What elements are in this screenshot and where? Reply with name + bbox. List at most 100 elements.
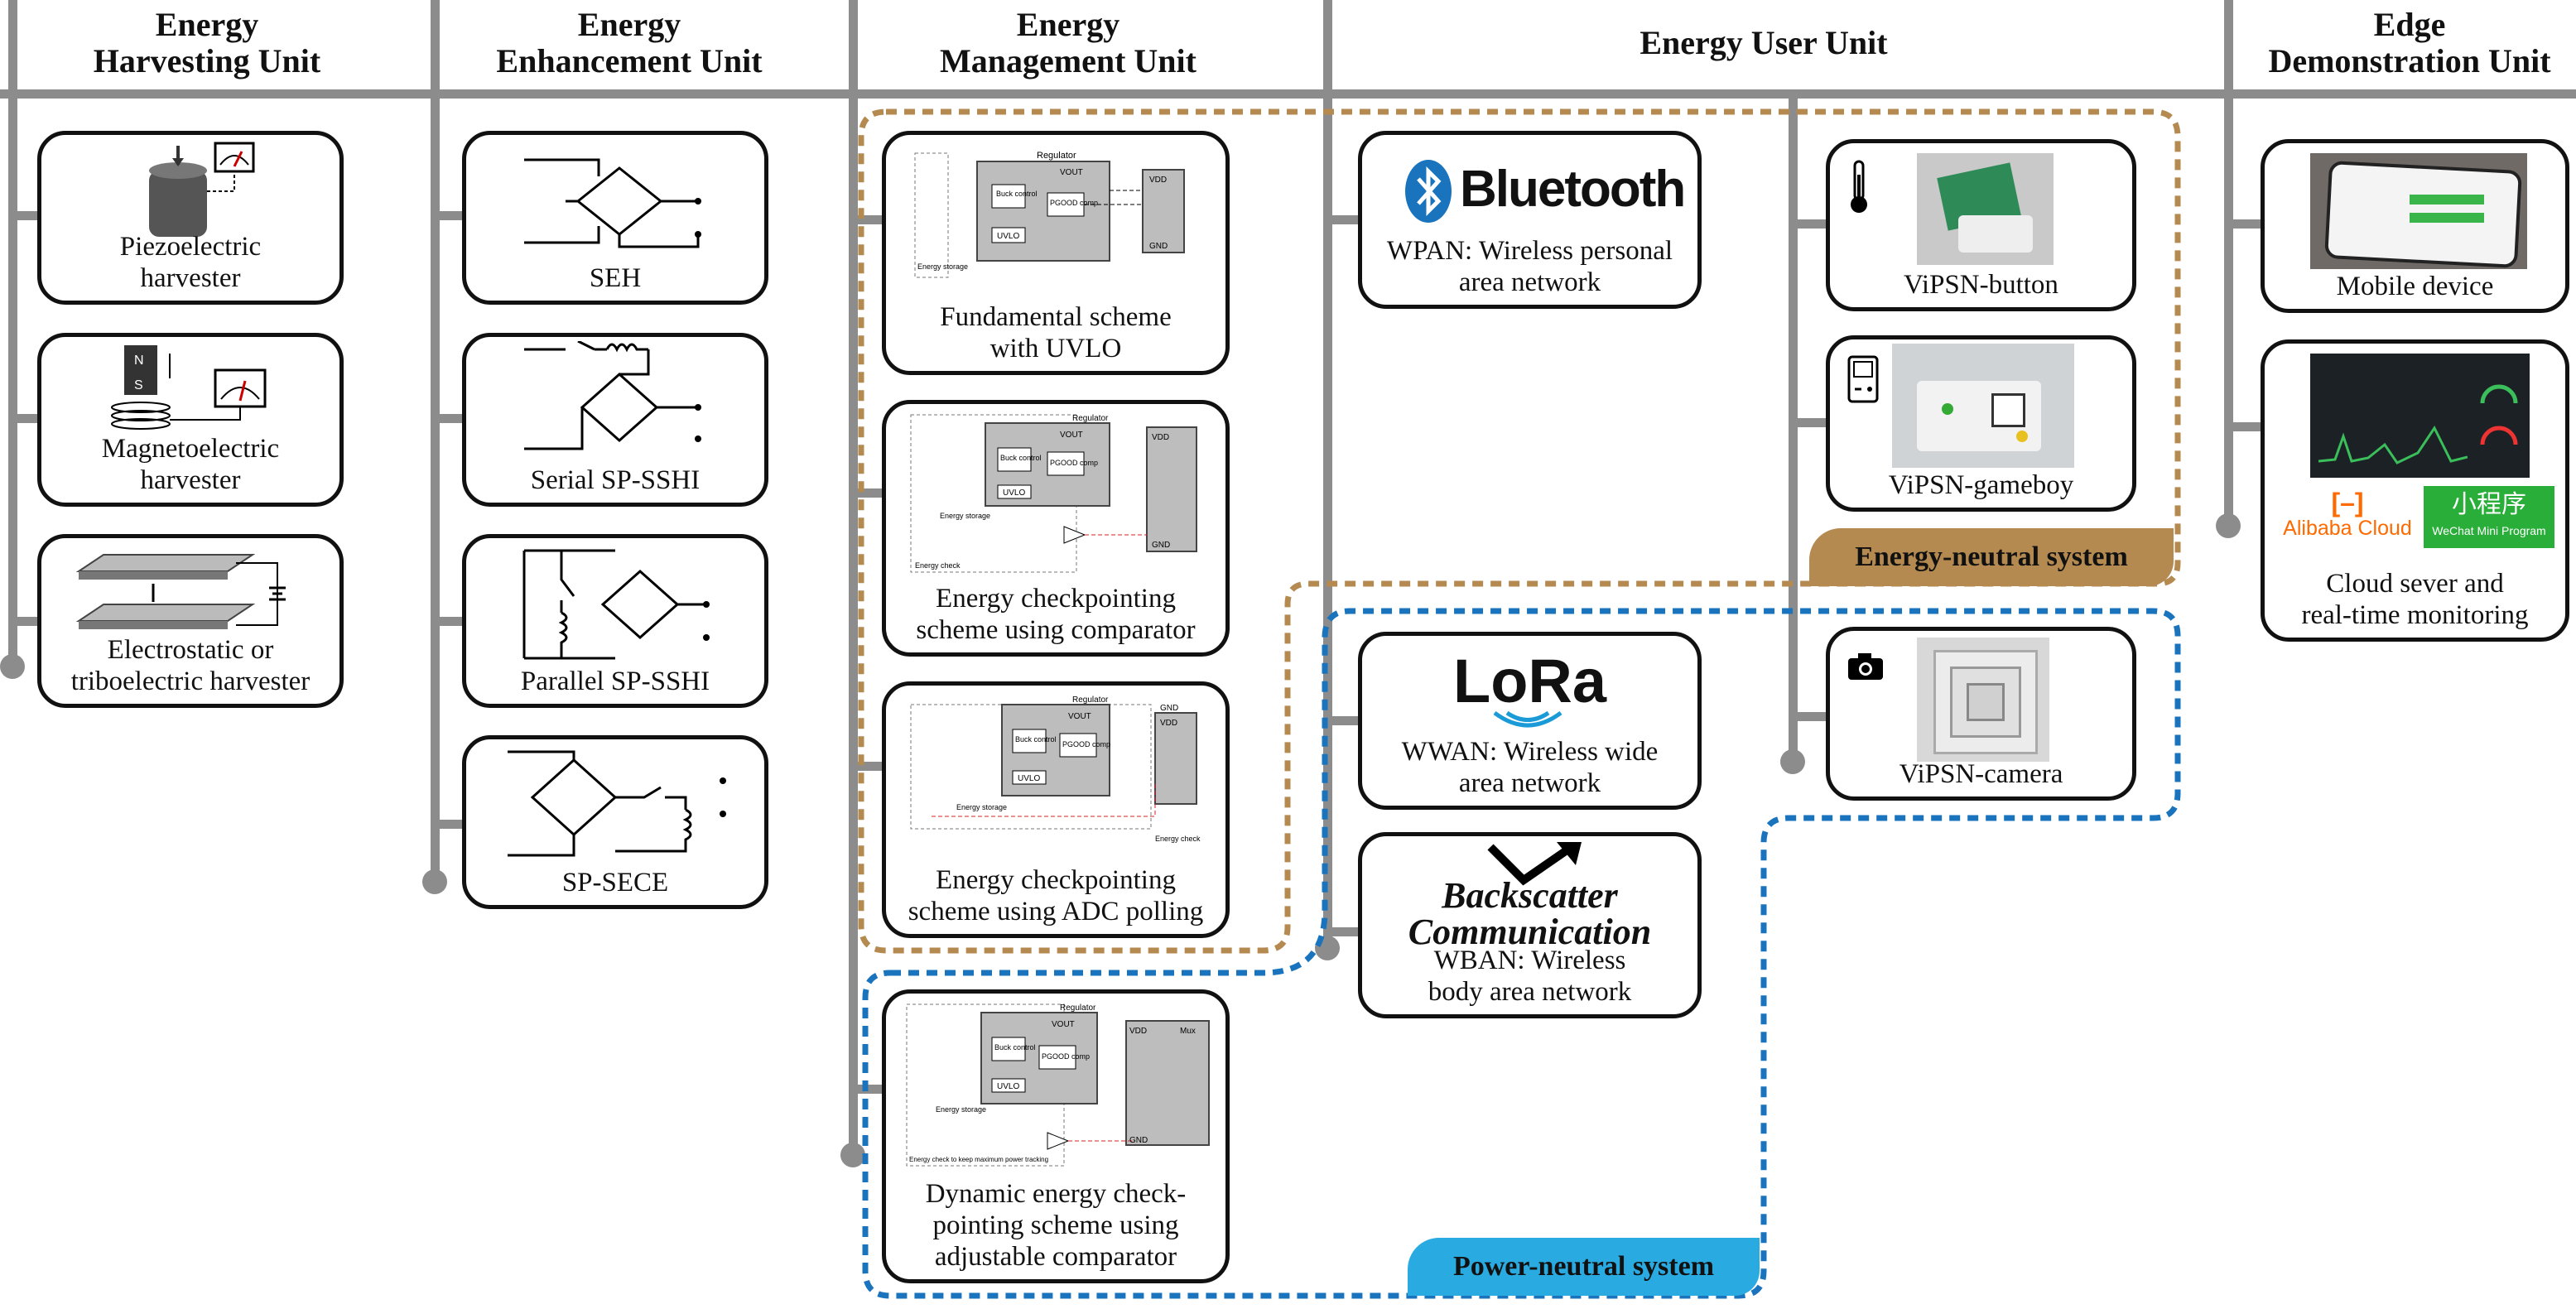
adc-polling-scheme-card: Regulator VOUT Buck control PGOOD comp U… xyxy=(882,681,1230,938)
header-management: Energy Management Unit xyxy=(940,6,1197,79)
user-bus-right-end xyxy=(1780,749,1805,774)
piezoelectric-harvester-card: Piezoelectric harvester xyxy=(37,131,344,305)
svg-text:PGOOD comp: PGOOD comp xyxy=(1050,459,1098,467)
vipsn-button-photo xyxy=(1917,153,2054,265)
svg-text:PGOOD comp: PGOOD comp xyxy=(1042,1052,1090,1061)
svg-text:Energy storage: Energy storage xyxy=(917,262,968,271)
branch xyxy=(853,488,884,498)
bluetooth-caption: WPAN: Wireless personal area network xyxy=(1386,236,1673,297)
magnetoelectric-harvester-card: N S Magnetoelectric harvester xyxy=(37,333,344,507)
piezoelectric-figure xyxy=(149,142,255,237)
svg-text:S: S xyxy=(134,378,143,392)
svg-text:Energy check: Energy check xyxy=(1155,835,1201,843)
dynamic-scheme-schematic: Regulator VOUT Buck control PGOOD comp U… xyxy=(906,1003,1210,1167)
lora-wave-icon xyxy=(1493,710,1562,728)
svg-text:Buck control: Buck control xyxy=(994,1043,1036,1052)
vipsn-camera-photo xyxy=(1917,638,2049,762)
svg-text:Buck control: Buck control xyxy=(1015,735,1057,744)
branch xyxy=(853,215,884,224)
svg-text:N: N xyxy=(134,354,144,368)
enhancement-bus xyxy=(431,0,440,878)
comparator-scheme-card: Regulator VOUT Buck control PGOOD comp U… xyxy=(882,400,1230,657)
parallel-sp-sshi-card: Parallel SP-SSHI xyxy=(462,534,768,708)
serial-sp-sshi-card: Serial SP-SSHI xyxy=(462,333,768,507)
electrostatic-figure xyxy=(75,554,286,629)
thermometer-icon xyxy=(1851,160,1867,213)
branch xyxy=(853,1085,884,1094)
mobile-device-photo xyxy=(2310,153,2527,269)
harvesting-bus-end xyxy=(0,654,25,679)
branch xyxy=(12,617,41,626)
main-horizontal-bus xyxy=(0,89,2576,99)
branch xyxy=(1327,215,1360,224)
svg-text:UVLO: UVLO xyxy=(997,232,1019,241)
vipsn-button-caption: ViPSN-button xyxy=(1904,270,2058,300)
svg-text:GND: GND xyxy=(1149,242,1168,251)
backscatter-logo: Backscatter Communication xyxy=(1408,875,1652,952)
branch xyxy=(1793,418,1830,427)
svg-text:VDD: VDD xyxy=(1129,1027,1147,1036)
sp-sece-card: SP-SECE xyxy=(462,735,768,909)
adc-polling-scheme-caption: Energy checkpointing scheme using ADC po… xyxy=(908,865,1204,926)
device-case xyxy=(1958,215,2033,253)
header-enhancement: Energy Enhancement Unit xyxy=(496,6,763,79)
bluetooth-icon xyxy=(1405,160,1452,223)
camera-icon xyxy=(1848,653,1883,680)
branch xyxy=(12,414,41,423)
edge-bus-end xyxy=(2216,513,2241,538)
svg-text:VDD: VDD xyxy=(1152,433,1169,442)
phone-app-bar xyxy=(2410,195,2484,205)
lora-logo: LoRa xyxy=(1453,647,1606,715)
svg-text:VDD: VDD xyxy=(1160,719,1177,728)
branch xyxy=(2228,422,2261,431)
gameboy-button-yellow xyxy=(2016,431,2028,442)
gameboy-icon xyxy=(1847,355,1879,403)
mobile-device-caption: Mobile device xyxy=(2336,272,2494,301)
vipsn-gameboy-caption: ViPSN-gameboy xyxy=(1888,470,2074,500)
header-edge: Edge Demonstration Unit xyxy=(2268,6,2551,79)
backscatter-caption: WBAN: Wireless body area network xyxy=(1428,946,1632,1007)
svg-text:GND: GND xyxy=(1152,541,1170,550)
svg-text:Buck control: Buck control xyxy=(996,190,1038,198)
svg-text:Buck control: Buck control xyxy=(1000,454,1042,462)
fundamental-scheme-caption: Fundamental scheme with UVLO xyxy=(940,302,1172,363)
svg-text:VDD: VDD xyxy=(1149,176,1167,185)
svg-text:Energy storage: Energy storage xyxy=(936,1105,986,1114)
dashboard-chart xyxy=(2318,426,2468,464)
edge-bus xyxy=(2224,0,2233,522)
cloud-monitoring-card: [–] Alibaba Cloud 小程序 WeChat Mini Progra… xyxy=(2261,339,2569,642)
svg-text:UVLO: UVLO xyxy=(997,1082,1019,1091)
phone-app-bar xyxy=(2410,213,2484,223)
svg-text:Energy storage: Energy storage xyxy=(956,803,1007,811)
comparator-scheme-caption: Energy checkpointing scheme using compar… xyxy=(916,584,1196,645)
svg-text:VOUT: VOUT xyxy=(1068,712,1091,721)
backscatter-arrow-icon xyxy=(1487,842,1582,886)
header-user: Energy User Unit xyxy=(1639,24,1888,61)
power-neutral-tag: Power-neutral system xyxy=(1408,1238,1760,1296)
svg-text:Energy check to keep maximum p: Energy check to keep maximum power track… xyxy=(909,1156,1048,1163)
branch xyxy=(2228,219,2261,229)
vipsn-button-card: ViPSN-button xyxy=(1826,139,2136,311)
electrostatic-harvester-card: Electrostatic or triboelectric harvester xyxy=(37,534,344,708)
enhancement-bus-end xyxy=(422,869,447,894)
dashboard-gauge xyxy=(2480,384,2518,445)
harvesting-bus xyxy=(8,0,17,662)
vipsn-camera-card: ViPSN-camera xyxy=(1826,627,2136,801)
header-harvesting: Energy Harvesting Unit xyxy=(93,6,321,79)
magnetoelectric-caption: Magnetoelectric harvester xyxy=(101,434,280,495)
piezoelectric-caption: Piezoelectric harvester xyxy=(119,232,262,293)
svg-text:UVLO: UVLO xyxy=(1003,488,1025,498)
seh-caption: SEH xyxy=(589,263,642,293)
branch xyxy=(435,617,464,626)
monitoring-dashboard xyxy=(2310,354,2530,478)
branch xyxy=(1793,219,1830,229)
svg-text:Regulator: Regulator xyxy=(1037,151,1076,161)
electrostatic-caption: Electrostatic or triboelectric harvester xyxy=(70,635,311,696)
branch xyxy=(1327,927,1360,936)
svg-text:UVLO: UVLO xyxy=(1018,774,1040,783)
svg-text:GND: GND xyxy=(1160,704,1178,713)
wechat-mini-program-logo: 小程序 WeChat Mini Program xyxy=(2424,486,2554,548)
serial-sp-sshi-caption: Serial SP-SSHI xyxy=(530,465,701,495)
seh-circuit xyxy=(524,158,701,248)
